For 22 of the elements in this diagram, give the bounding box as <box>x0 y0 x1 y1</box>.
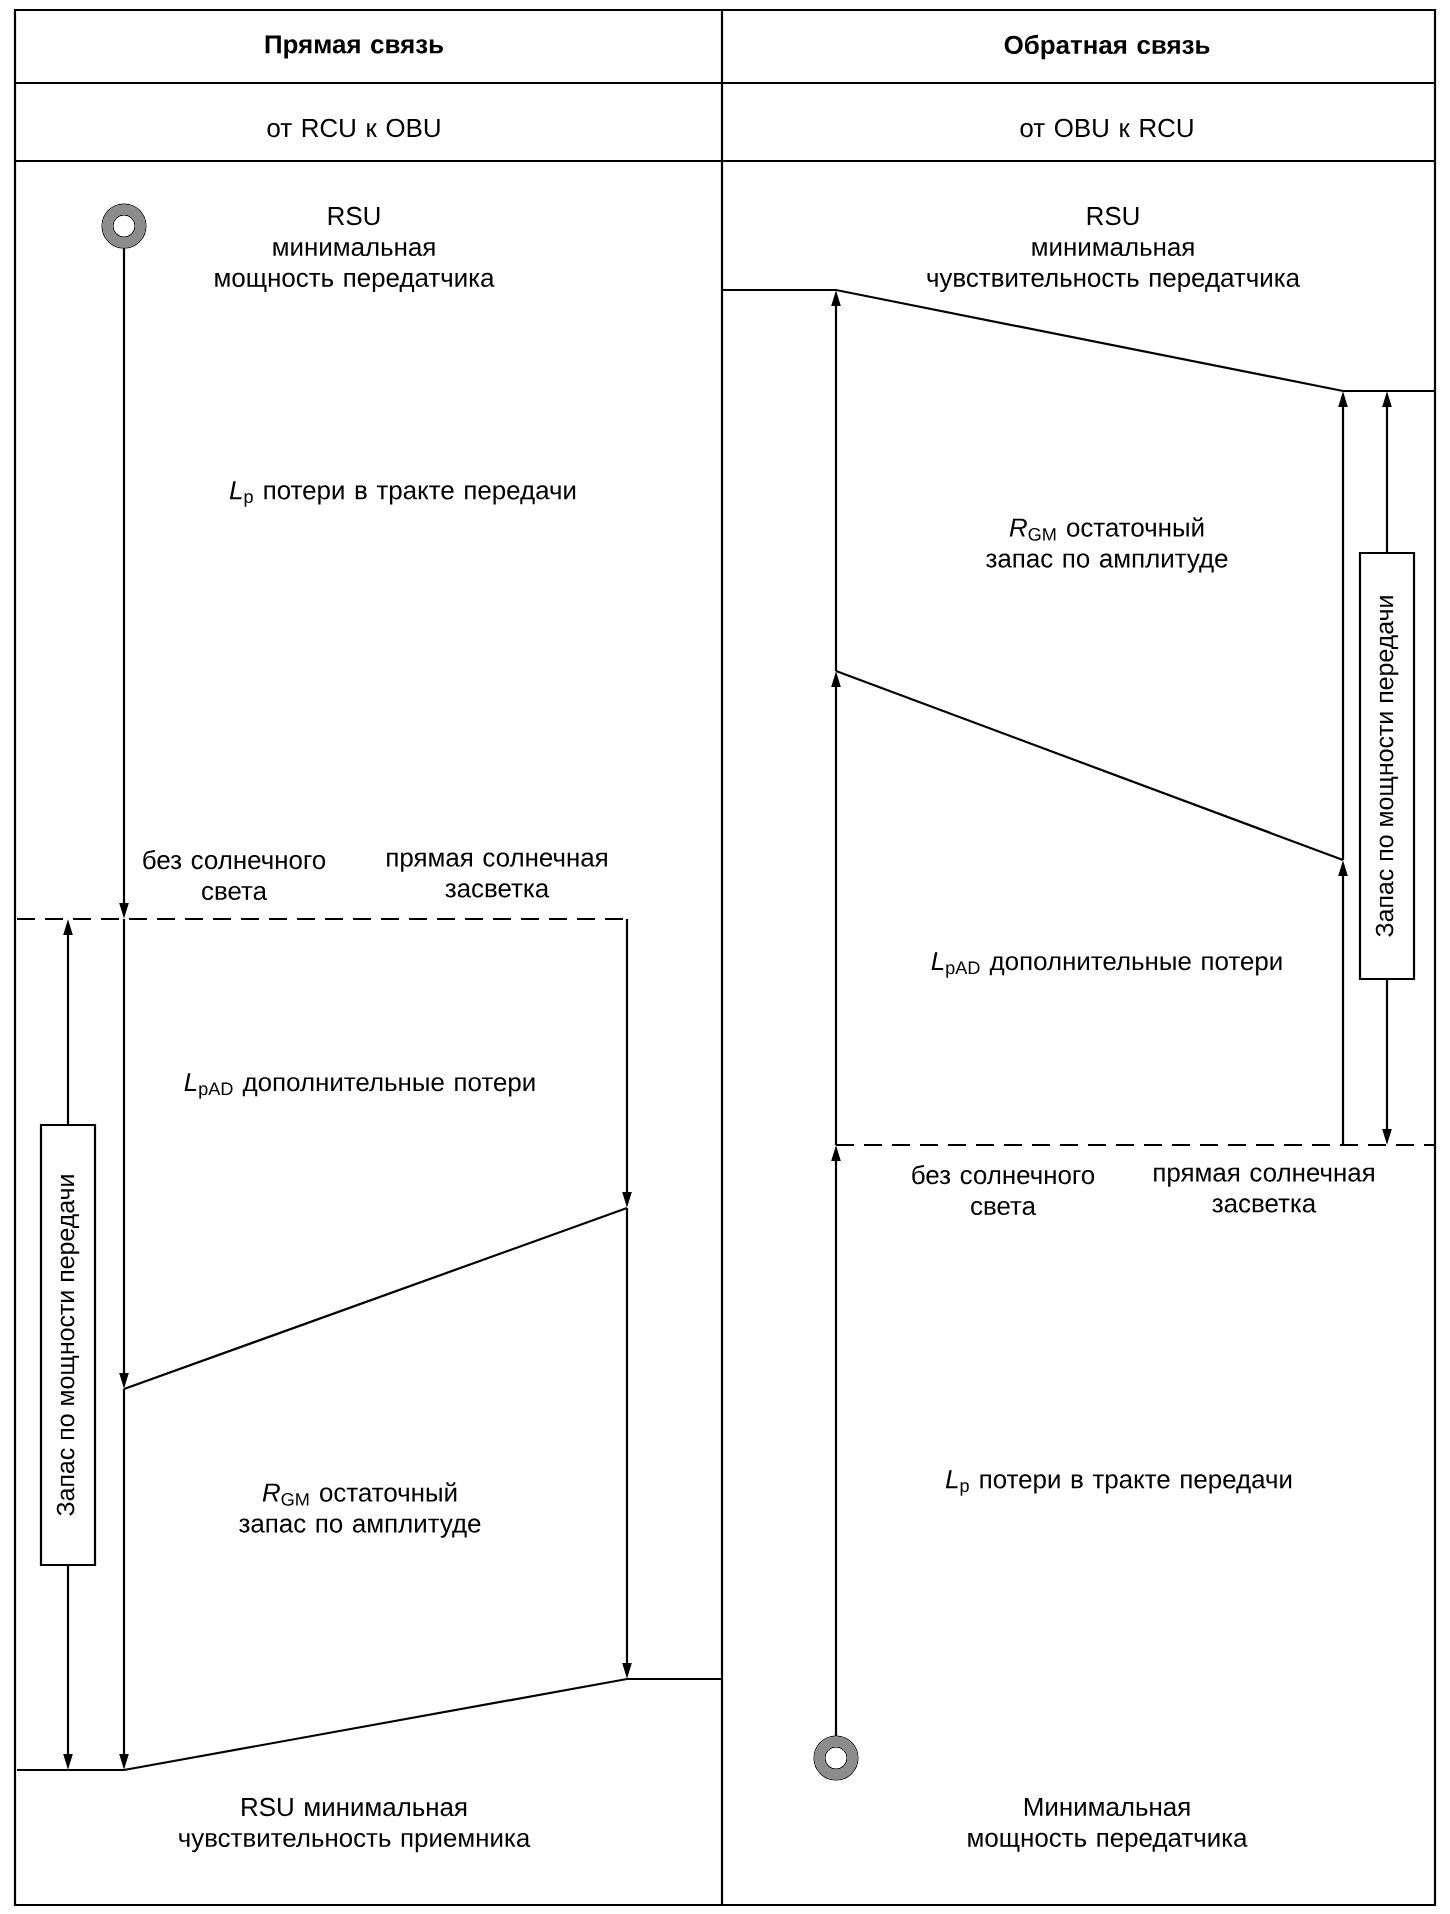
margin-box: Запас по мощности передачи <box>39 1123 97 1567</box>
column-subheading: от RCU к OBU <box>267 118 440 138</box>
text-label: R$_{GM}$ остаточный запас по амплитуде <box>986 517 1228 573</box>
column-heading: Обратная связь <box>1004 34 1210 60</box>
column-heading: Прямая связь <box>265 35 443 59</box>
text-label: без солнечного света <box>912 1164 1095 1216</box>
column-subheading: от OBU к RCU <box>1020 118 1193 138</box>
text-label: Минимальная мощность передатчика <box>968 1797 1248 1853</box>
text-label: L$_{pAD}$ дополнительные потери <box>931 952 1282 978</box>
text-label: без солнечного света <box>143 849 326 901</box>
text-label: прямая солнечная засветка <box>1154 1167 1374 1213</box>
text-label: L$_{p}$ потери в тракте передачи <box>945 1470 1292 1496</box>
text-label: R$_{GM}$ остаточный запас по амплитуде <box>239 1482 481 1538</box>
text-label: L$_{p}$ потери в тракте передачи <box>229 481 576 507</box>
text-label: прямая солнечная засветка <box>387 852 607 898</box>
text-label: L$_{pAD}$ дополнительные потери <box>184 1073 535 1099</box>
text-label: RSU минимальная чувствительность приемника <box>179 1797 531 1853</box>
text-label: минимальная чувствительность передатчика <box>927 241 1300 293</box>
text-label: минимальная мощность передатчика <box>215 241 495 293</box>
text-label: RSU <box>1087 206 1139 226</box>
text-label: RSU <box>328 206 380 226</box>
margin-box: Запас по мощности передачи <box>1358 551 1416 981</box>
